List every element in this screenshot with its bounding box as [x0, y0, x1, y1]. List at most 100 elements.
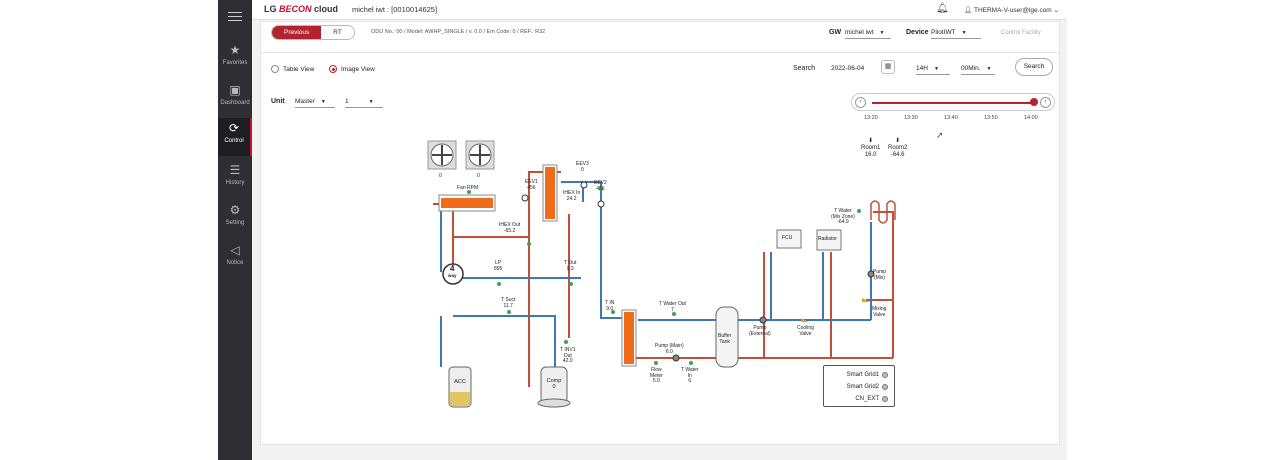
gw-label: GW — [829, 29, 842, 36]
sidebar-item-label: Dashboard — [220, 100, 250, 106]
status-led — [882, 384, 888, 390]
app-window: ★ Favorites ▣ Dashboard ⟳ Control ☰ Hist… — [218, 0, 1067, 460]
minute-value: 00Min. — [961, 65, 981, 72]
tick-label: 13:30 — [904, 115, 918, 121]
gw-select[interactable]: michel iwt▼ — [845, 29, 891, 39]
star-icon: ★ — [229, 43, 241, 57]
underfloor-heating-coil — [870, 200, 896, 224]
chevron-down-icon: ▼ — [368, 99, 374, 105]
pump-mix-sub: (Mix) — [873, 274, 886, 281]
four-way-number: 4 — [450, 264, 455, 273]
room1-reading: ⬇ Room1 16.0 — [861, 138, 880, 159]
app-logo[interactable]: LG BECON cloud — [264, 4, 338, 14]
control-facility-link[interactable]: Control Facility — [1001, 30, 1041, 36]
date-field[interactable]: 2022-06-04 — [831, 65, 865, 72]
history-icon: ☰ — [229, 163, 241, 177]
tick-label: 13:20 — [864, 115, 878, 121]
sidebar: ★ Favorites ▣ Dashboard ⟳ Control ☰ Hist… — [218, 0, 252, 460]
bell-icon[interactable]: 🔔︎ — [936, 3, 949, 14]
top-header: LG BECON cloud michel iwt : [0010014625]… — [252, 0, 1067, 20]
t-in-value: 9.0 — [606, 305, 614, 312]
rt-button[interactable]: RT — [333, 29, 342, 36]
radiator-unit — [816, 229, 842, 251]
calendar-icon[interactable]: ▦ — [881, 60, 895, 74]
master-value: Master — [295, 98, 315, 105]
t-out-label: T Out — [564, 260, 577, 266]
four-way-valve — [442, 263, 464, 285]
tick-label: 13:40 — [944, 115, 958, 121]
t-water-in-sub: In — [687, 372, 692, 379]
master-select[interactable]: Master ▼ — [295, 98, 335, 108]
control-panel: Previous RT ODU No.: 00 / Model: AWHP_SI… — [260, 21, 1061, 445]
chevron-left-icon[interactable]: ‹ — [855, 97, 866, 108]
menu-icon[interactable] — [228, 12, 242, 22]
room-value: 16.0 — [864, 152, 877, 158]
unit-number-select[interactable]: 1▼ — [345, 98, 383, 108]
eev3-value: 0 — [581, 166, 584, 173]
pump-external — [759, 316, 767, 324]
sidebar-item-notice[interactable]: ◁ Notice — [218, 240, 252, 276]
cooling-valve-text: Cooling — [797, 325, 814, 331]
sidebar-item-favorites[interactable]: ★ Favorites — [218, 40, 252, 76]
sidebar-item-label: Notice — [226, 260, 244, 266]
user-menu[interactable]: 👤︎ THERMA-V-user@lge.com ⌄ — [964, 6, 1059, 14]
smart-grid2-indicator: Smart Grid2 — [847, 384, 888, 390]
minute-select[interactable]: 00Min. ▼ — [961, 65, 995, 75]
mouse-cursor-icon: ➚ — [936, 130, 944, 140]
sensor-dot — [467, 190, 471, 194]
hour-select[interactable]: 14H▼ — [916, 65, 950, 75]
indicator-label: CN_EXT — [855, 396, 879, 402]
status-led — [882, 396, 888, 402]
ihex-out-reading: IHEX Out-65.2 — [499, 222, 520, 234]
coil-element — [441, 198, 493, 208]
chevron-down-icon: ▼ — [320, 99, 326, 105]
slider-handle[interactable] — [1030, 98, 1038, 106]
sidebar-item-label: Favorites — [222, 60, 248, 66]
t-water-in-label: T Water — [681, 367, 699, 373]
sidebar-item-history[interactable]: ☰ History — [218, 160, 252, 196]
fan-icon — [465, 140, 495, 170]
pump-mix-label: Pump(Mix) — [873, 269, 887, 281]
previous-button[interactable]: Previous — [272, 26, 322, 39]
user-email: THERMA-V-user@lge.com — [973, 7, 1052, 14]
pump-main-value: 6.0 — [665, 348, 673, 355]
pump-main-label: Pump (Main) — [655, 343, 684, 349]
sensor-dot — [507, 310, 511, 314]
t-water-mix-value: -64.9 — [837, 219, 849, 225]
time-slider[interactable]: ‹ › — [851, 93, 1055, 111]
eev1-valve — [521, 194, 529, 202]
flow-meter-sub: Meter — [650, 372, 663, 379]
divider — [261, 52, 1061, 53]
chevron-right-icon[interactable]: › — [1040, 97, 1051, 108]
sensor-dot — [497, 282, 501, 286]
indicator-label: Smart Grid2 — [846, 384, 879, 390]
sidebar-item-setting[interactable]: ⚙ Setting — [218, 200, 252, 236]
search-button[interactable]: Search — [1015, 58, 1053, 76]
sidebar-item-dashboard[interactable]: ▣ Dashboard — [218, 80, 252, 116]
t-inv-value: 42.0 — [562, 358, 573, 364]
sensor-dots — [467, 187, 861, 365]
sidebar-item-label: Setting — [225, 220, 245, 226]
radio-circle — [271, 65, 279, 73]
chevron-down-icon: ▼ — [986, 66, 992, 72]
cooling-valve-icon — [801, 318, 809, 322]
cn-ext-indicator: CN_EXT — [855, 396, 888, 402]
t-water-mix-sub: (Mix Zone) — [831, 213, 855, 220]
cold-pipes — [440, 181, 872, 382]
fan1-value: 0 — [439, 173, 442, 179]
device-select[interactable]: PilotIWT▼ — [931, 29, 981, 39]
fan2-value: 0 — [477, 173, 480, 179]
table-view-radio[interactable]: Table View — [271, 65, 314, 73]
sidebar-item-control[interactable]: ⟳ Control — [218, 118, 252, 156]
logo-suffix: cloud — [314, 4, 339, 14]
image-view-radio[interactable]: Image View — [329, 65, 375, 73]
t-suct-value: 11.7 — [503, 302, 513, 309]
pump-mix-text: Pump — [873, 269, 887, 275]
sidebar-item-label: History — [225, 180, 245, 186]
sensor-dot — [527, 242, 531, 246]
lp-label: LP — [495, 260, 502, 266]
